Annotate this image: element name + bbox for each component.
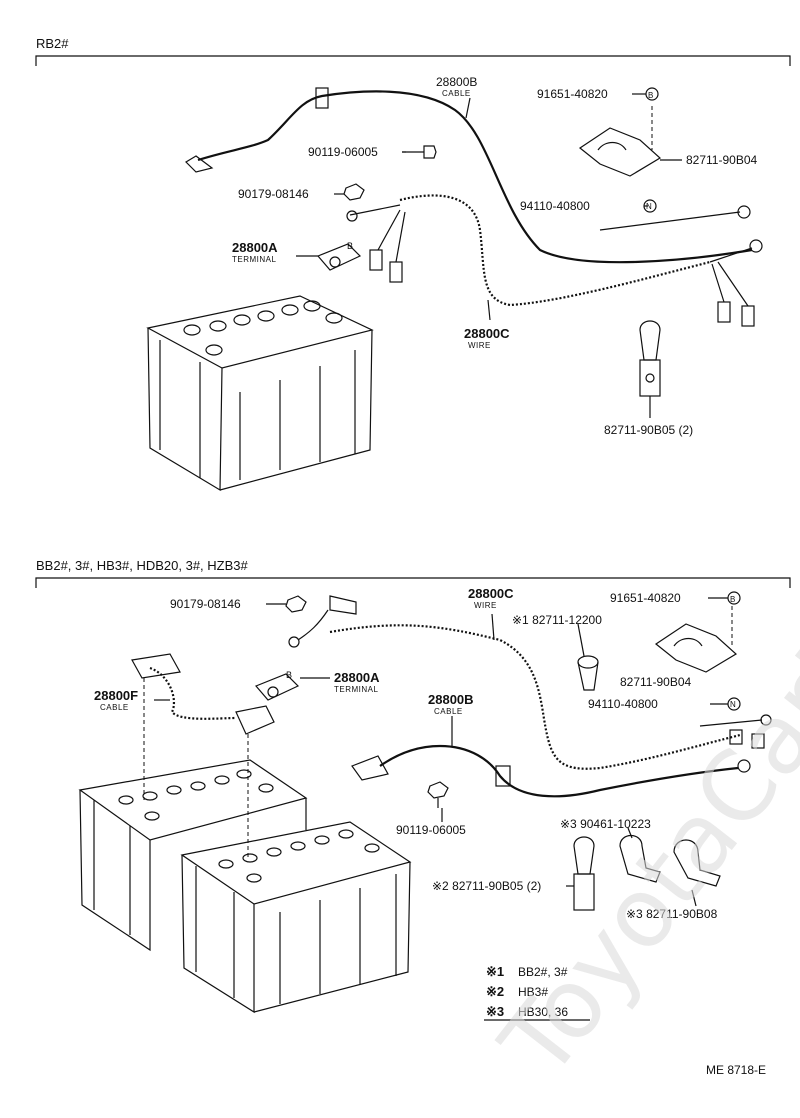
label-90179-08146-top: 90179-08146	[238, 187, 309, 201]
label-28800b-top: 28800B	[436, 75, 477, 89]
label-28800a-sub-bottom: TERMINAL	[334, 685, 379, 694]
notes-legend: ※1 BB2#, 3# ※2 HB3# ※3 HB30, 36	[484, 964, 590, 1021]
circle-b-letter-bottom: B	[730, 595, 735, 604]
clamp-82711-12200	[577, 655, 599, 691]
clamp-90461-10223	[619, 834, 661, 883]
terminal-mark-bottom: B	[286, 670, 292, 680]
top-section-header: RB2#	[36, 36, 69, 51]
circle-n-letter-bottom: N	[730, 700, 736, 709]
circle-b-top	[645, 87, 659, 101]
label-28800f-sub: CABLE	[100, 703, 129, 712]
clamp-82711-90b08	[673, 839, 721, 887]
label-82711-12200: ※1 82711-12200	[512, 613, 602, 627]
battery-bottom-rear	[78, 759, 308, 952]
battery-bottom-front	[180, 821, 412, 1014]
terminal-28800a-top: B	[316, 241, 362, 271]
circle-n-letter-top: N	[646, 202, 652, 211]
label-28800f: 28800F	[94, 688, 138, 703]
figure-code: ME 8718-E	[706, 1063, 766, 1077]
circle-n-top	[643, 199, 657, 213]
label-82711-90b04-bottom: 82711-90B04	[620, 675, 692, 689]
terminal-mark-top: B	[347, 241, 353, 251]
circle-b-bottom	[727, 591, 741, 605]
label-28800b-sub-top: CABLE	[442, 89, 471, 98]
label-28800a-sub-top: TERMINAL	[232, 255, 277, 264]
label-94110-40800-bottom: 94110-40800	[588, 697, 658, 711]
watermark: ToyotaCarMine.ru	[479, 367, 800, 1098]
label-28800b-bottom: 28800B	[428, 692, 474, 707]
note-2-text: HB3#	[518, 985, 548, 999]
circle-b-letter-top: B	[648, 91, 653, 100]
bottom-section-header: BB2#, 3#, HB3#, HDB20, 3#, HZB3#	[36, 558, 248, 573]
top-section: RB2#	[35, 36, 791, 492]
screw-bottom	[427, 781, 449, 808]
bottom-section-bracket	[35, 577, 791, 588]
note-3-text: HB30, 36	[518, 1005, 568, 1019]
cable-clamp-top	[315, 87, 329, 109]
label-90119-06005-top: 90119-06005	[308, 145, 378, 159]
label-28800a-top: 28800A	[232, 240, 278, 255]
note-1-text: BB2#, 3#	[518, 965, 568, 979]
label-91651-40820-top: 91651-40820	[537, 87, 608, 101]
label-28800c-bottom: 28800C	[468, 586, 514, 601]
cable-28800b-top	[197, 90, 753, 264]
terminal-28800a-bottom: B	[254, 670, 300, 701]
clamp-82711-90b05-top	[639, 320, 661, 397]
cable-28800b-bottom	[379, 744, 739, 798]
label-82711-90b08: ※3 82711-90B08	[626, 907, 718, 921]
battery-caps-top	[183, 300, 343, 356]
battery-top	[146, 295, 374, 492]
bottom-section: BB2#, 3#, HB3#, HDB20, 3#, HZB3#	[35, 558, 791, 1077]
nut-bottom	[285, 595, 307, 613]
clamp-82711-90b05-bottom	[573, 836, 595, 911]
clamp-82711-90b04-top	[578, 106, 662, 177]
label-91651-40820-bottom: 91651-40820	[610, 591, 681, 605]
wire-28800c-bottom	[329, 624, 741, 770]
clamp-82711-90b04-bottom	[654, 606, 738, 673]
label-28800b-sub-bottom: CABLE	[434, 707, 463, 716]
label-90119-06005-bottom: 90119-06005	[396, 823, 466, 837]
label-82711-90b05-top: 82711-90B05 (2)	[604, 423, 693, 437]
note-2-mark: ※2	[486, 984, 504, 999]
cable-lug-top	[185, 155, 214, 173]
circle-n-bottom	[727, 697, 741, 711]
label-90461-10223: ※3 90461-10223	[560, 817, 651, 831]
label-94110-40800-top: 94110-40800	[520, 199, 590, 213]
label-82711-90b04-top: 82711-90B04	[686, 153, 758, 167]
top-section-bracket	[35, 55, 791, 66]
screw-top	[402, 145, 437, 159]
label-82711-90b05-bottom: ※2 82711-90B05 (2)	[432, 879, 541, 893]
label-28800c-sub-top: WIRE	[468, 341, 491, 350]
nut-top	[334, 183, 365, 201]
label-28800c-top: 28800C	[464, 326, 510, 341]
label-90179-08146-bottom: 90179-08146	[170, 597, 241, 611]
note-1-mark: ※1	[486, 964, 504, 979]
label-28800c-sub-bottom: WIRE	[474, 601, 497, 610]
note-3-mark: ※3	[486, 1004, 504, 1019]
label-28800a-bottom: 28800A	[334, 670, 380, 685]
cable-28800f	[149, 666, 237, 720]
